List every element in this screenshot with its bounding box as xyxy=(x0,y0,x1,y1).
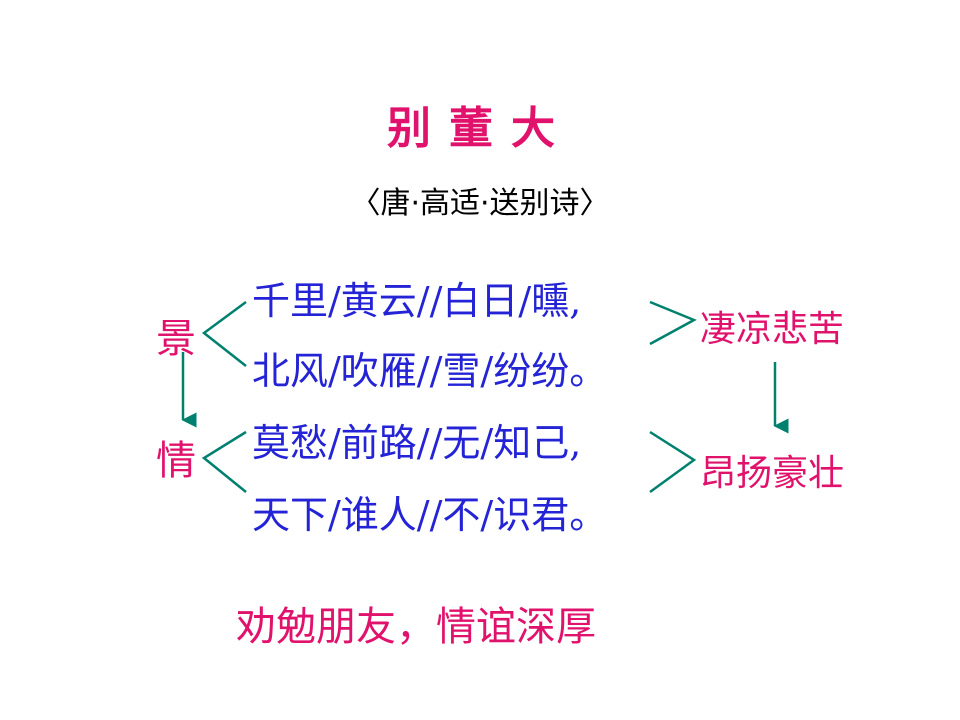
emotion-label: 情 xyxy=(156,438,196,484)
poem-line-2: 北风/吹雁//雪/纷纷。 xyxy=(252,349,608,393)
scene-label: 景 xyxy=(156,316,196,362)
left-bracket-bottom xyxy=(201,430,247,493)
poem-line-3: 莫愁/前路//无/知己, xyxy=(252,421,582,465)
conclusion-text: 劝勉朋友，情谊深厚 xyxy=(236,604,596,650)
mood-label-bottom: 昂扬豪壮 xyxy=(700,453,845,494)
right-bracket-bottom xyxy=(649,430,697,494)
right-bracket-top xyxy=(649,300,697,346)
page-title: 别董大 xyxy=(387,103,573,154)
mood-label-top: 凄凉悲苦 xyxy=(700,309,845,350)
poem-attribution: 〈唐·高适·送别诗〉 xyxy=(350,186,610,221)
poem-line-1: 千里/黄云//白日/曛, xyxy=(252,279,582,323)
poem-line-4: 天下/谁人//不/识君。 xyxy=(252,493,608,537)
left-bracket-top xyxy=(201,300,247,367)
